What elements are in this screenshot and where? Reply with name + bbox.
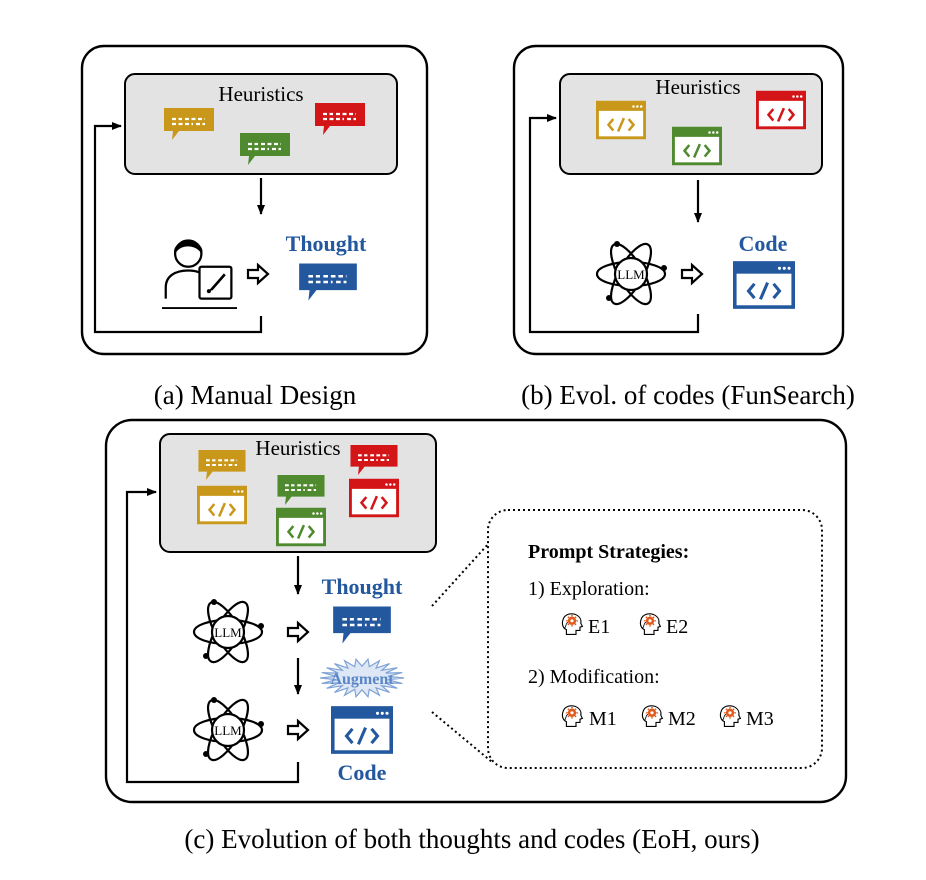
code-window-icon [330,706,394,754]
modification-item-m1: M1 [589,708,617,730]
exploration-item-e2: E2 [666,616,688,638]
code-window-icon [595,100,647,140]
panel-b-code-label: Code [739,231,788,256]
code-window-icon [732,261,796,309]
code-window-icon [348,478,400,518]
modification-item-m2: M2 [668,708,696,730]
panel-a: Heuristics Thought (a) Manual Design [80,44,429,410]
prompt-strategies-box [487,509,823,769]
panel-b-heuristics-label: Heuristics [655,75,740,99]
augment-starburst-shape [319,657,405,699]
code-window-icon [671,126,723,166]
prompt-strategies-title: Prompt Strategies: [528,541,689,563]
panel-c-code-label: Code [338,760,387,785]
exploration-item-e1: E1 [588,616,610,638]
code-window-icon [196,485,248,525]
code-window-icon [755,90,807,130]
modification-item-m3: M3 [746,708,774,730]
panel-a-heuristics-label: Heuristics [218,82,303,106]
exploration-label: 1) Exploration: [528,578,650,600]
panel-a-feedback-loop [93,122,263,334]
panel-a-caption: (a) Manual Design [154,380,357,410]
panel-c-feedback-loop [125,488,300,784]
panel-b-feedback-loop [528,114,700,334]
panel-c-llm-label-2: LLM [214,723,242,738]
panel-c-augment-label: Augment [330,671,394,688]
panel-b: Heuristics LLM Code (b) Evol. of codes (… [512,44,855,410]
panel-a-thought-label: Thought [286,231,367,256]
panel-b-caption: (b) Evol. of codes (FunSearch) [521,380,855,410]
panel-c-thought-label: Thought [322,574,403,599]
code-window-icon [275,507,327,547]
augment-burst [319,657,405,699]
zoom-connector-bottom [431,711,493,763]
panel-b-llm-label: LLM [617,267,645,282]
zoom-connector-top [431,541,491,607]
modification-label: 2) Modification: [528,666,660,688]
panel-c-llm-label-1: LLM [214,625,242,640]
panel-c-caption: (c) Evolution of both thoughts and codes… [184,824,759,854]
panel-c: Heuristics LLM Thought Augment LLM Code [104,418,848,854]
panel-a-heuristics-box [124,73,398,175]
panel-c-heuristics-label: Heuristics [255,436,340,460]
